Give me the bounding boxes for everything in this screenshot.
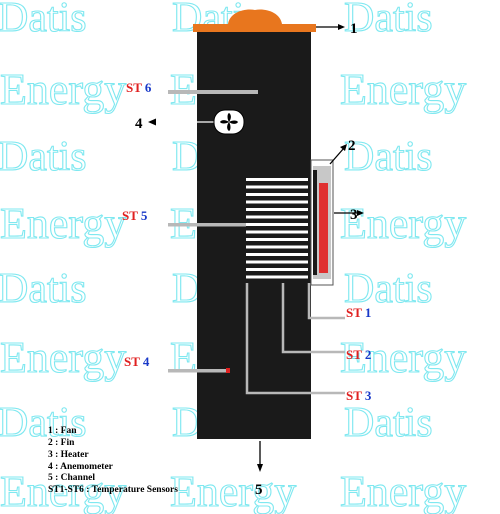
legend-item: ST1-ST6 : Temperature Sensors [48, 485, 178, 495]
watermark-energy: Energy [340, 467, 466, 514]
watermark-energy: Energy [340, 199, 466, 248]
st6-label: ST 6 [126, 80, 152, 95]
st5-probe [168, 223, 246, 227]
callout-2-label: 2 [348, 138, 356, 154]
anemometer [148, 109, 245, 135]
watermark-datis: Datis [0, 400, 87, 446]
st3-lead [245, 283, 345, 395]
watermark-datis: Datis [344, 266, 433, 312]
callout-1-arrowhead [338, 24, 345, 30]
callout-2-arrowhead [340, 144, 347, 151]
watermark-energy: Energy [170, 467, 296, 514]
watermark-datis: Datis [0, 134, 87, 180]
watermark-energy: Energy [0, 333, 126, 382]
watermark-datis: Datis [344, 400, 433, 446]
watermark-energy: Energy [340, 65, 466, 114]
legend-item: 4 : Anemometer [48, 462, 114, 472]
st1-label: ST 1 [346, 305, 371, 320]
callout-1-label: 1 [350, 21, 358, 37]
fin-block [246, 178, 308, 279]
fan-icon [220, 113, 238, 131]
st1-lead [307, 283, 345, 320]
legend-item: 3 : Heater [48, 450, 89, 460]
legend-item: 1 : Fan [48, 426, 77, 436]
st4-probe [168, 369, 228, 373]
heater-element [319, 183, 328, 273]
st6-probe [168, 90, 258, 94]
st2-lead [281, 283, 345, 354]
fan-cap [193, 9, 316, 32]
st4-label: ST 4 [124, 354, 150, 369]
callout-3-label: 3 [350, 207, 358, 223]
legend: 1 : Fan 2 : Fin 3 : Heater 4 : Anemomete… [48, 426, 178, 495]
watermark-datis: Datis [344, 0, 433, 41]
st5-label: ST 5 [122, 208, 148, 223]
callout-3-arrowhead [357, 210, 364, 216]
st4-probe-tip [226, 368, 230, 373]
watermark-datis: Datis [0, 266, 87, 312]
legend-item: 2 : Fin [48, 438, 75, 448]
callout-4-label: 4 [135, 116, 143, 132]
callout-5-label: 5 [255, 482, 263, 498]
watermark-energy: Energy [0, 467, 126, 514]
callout-2-line [329, 147, 345, 165]
legend-item: 5 : Channel [48, 473, 95, 483]
callout-5-arrowhead [257, 464, 263, 472]
st2-label: ST 2 [346, 347, 371, 362]
watermark-energy: Energy [340, 333, 466, 382]
st3-label: ST 3 [346, 388, 372, 403]
watermark-energy: Energy [0, 65, 126, 114]
watermark-energy: Energy [0, 199, 126, 248]
watermark-datis: Datis [344, 134, 433, 180]
watermark-datis: Datis [0, 0, 87, 41]
